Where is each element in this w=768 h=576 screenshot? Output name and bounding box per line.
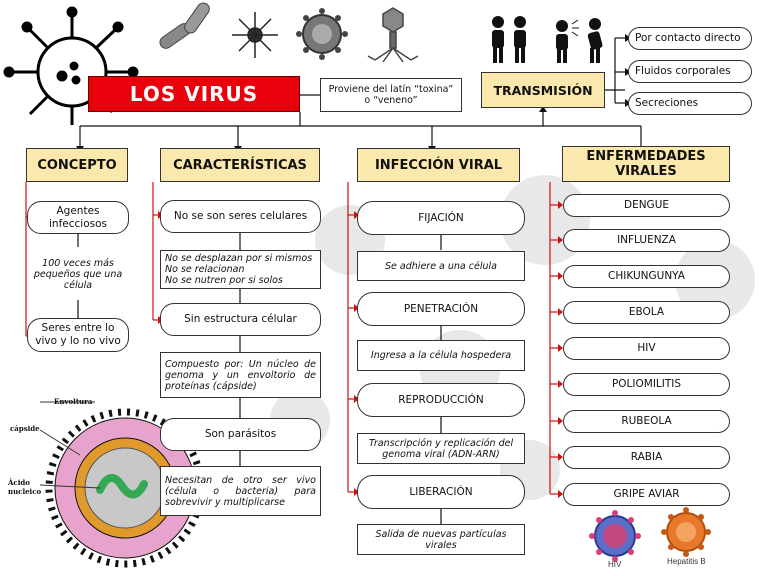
infeccion-step: PENETRACIÓN — [357, 292, 525, 326]
infeccion-desc: Salida de nuevas partículas virales — [357, 524, 525, 555]
hepatitis-virus-icon — [661, 507, 711, 557]
caracteristica-detail: Necesitan de otro ser vivo (célula o bac… — [160, 466, 321, 516]
envoltura-label: Envoltura — [54, 397, 93, 406]
caracteristica-detail: No se desplazan por si mismos No se rela… — [160, 250, 321, 289]
caracteristica-line: No se desplazan por si mismos — [165, 253, 313, 264]
concepto-item: Agentes infecciosos — [27, 201, 129, 234]
enfermedades-header: ENFERMEDADES VIRALES — [562, 146, 730, 182]
bacteriophage-icon — [367, 7, 419, 63]
capside-label: cápside — [10, 424, 40, 433]
enfermedad-item: GRIPE AVIAR — [563, 483, 730, 506]
caracteristica-pill: No se son seres celulares — [160, 200, 321, 233]
transmission-item: Fluidos corporales — [628, 60, 752, 83]
transmission-item: Secreciones — [628, 92, 752, 115]
transmission-item: Por contacto directo — [628, 27, 752, 50]
caracteristica-pill: Sin estructura célular — [160, 303, 321, 336]
concepto-header: CONCEPTO — [26, 148, 128, 182]
virus-structure-diagram — [39, 401, 205, 568]
enfermedad-item: CHIKUNGUNYA — [563, 265, 730, 288]
infeccion-header: INFECCIÓN VIRAL — [357, 148, 520, 182]
sneeze-icon — [571, 19, 579, 37]
infeccion-step: FIJACIÓN — [357, 201, 525, 235]
transmission-header: TRANSMISIÓN — [481, 72, 605, 108]
enfermedad-item: POLIOMILITIS — [563, 373, 730, 396]
caracteristica-line: No se nutren por si solos — [165, 275, 283, 286]
caracteristicas-header: CARACTERÍSTICAS — [160, 148, 320, 182]
virus-outline-icon — [3, 6, 139, 125]
enfermedad-item: EBOLA — [563, 301, 730, 324]
enfermedad-item: RUBEOLA — [563, 410, 730, 433]
concepto-item: Seres entre lo vivo y lo no vivo — [27, 318, 129, 352]
enfermedad-item: DENGUE — [563, 194, 730, 217]
star-virus-icon — [232, 12, 278, 58]
main-title: LOS VIRUS — [88, 76, 300, 112]
coronavirus-icon — [296, 8, 348, 60]
bacillus-icon — [159, 2, 210, 49]
infeccion-step: REPRODUCCIÓN — [357, 383, 525, 417]
origin-note: Proviene del latín “toxina” o “veneno” — [320, 78, 462, 112]
concepto-item: 100 veces más pequeños que una célula — [33, 258, 123, 291]
hiv-virus-icon — [589, 510, 641, 562]
hepatitis-caption: Hepatitis B — [667, 557, 706, 566]
infeccion-desc: Se adhiere a una célula — [357, 251, 525, 281]
people-contact-icon — [492, 16, 603, 63]
enfermedad-item: RABIA — [563, 446, 730, 469]
acido-nucleico-label: Ácido nucleico — [8, 478, 42, 496]
caracteristica-detail: Compuesto por: Un núcleo de genoma y un … — [160, 352, 321, 398]
enfermedad-item: HIV — [563, 337, 730, 360]
infeccion-desc: Ingresa a la célula hospedera — [357, 340, 525, 371]
infeccion-desc: Transcripción y replicación del genoma v… — [357, 433, 525, 464]
enfermedad-item: INFLUENZA — [563, 229, 730, 252]
caracteristica-line: No se relacionan — [165, 264, 245, 275]
hiv-caption: HIV — [608, 560, 622, 569]
infeccion-step: LIBERACIÓN — [357, 475, 525, 509]
caracteristica-pill: Son parásitos — [160, 418, 321, 451]
